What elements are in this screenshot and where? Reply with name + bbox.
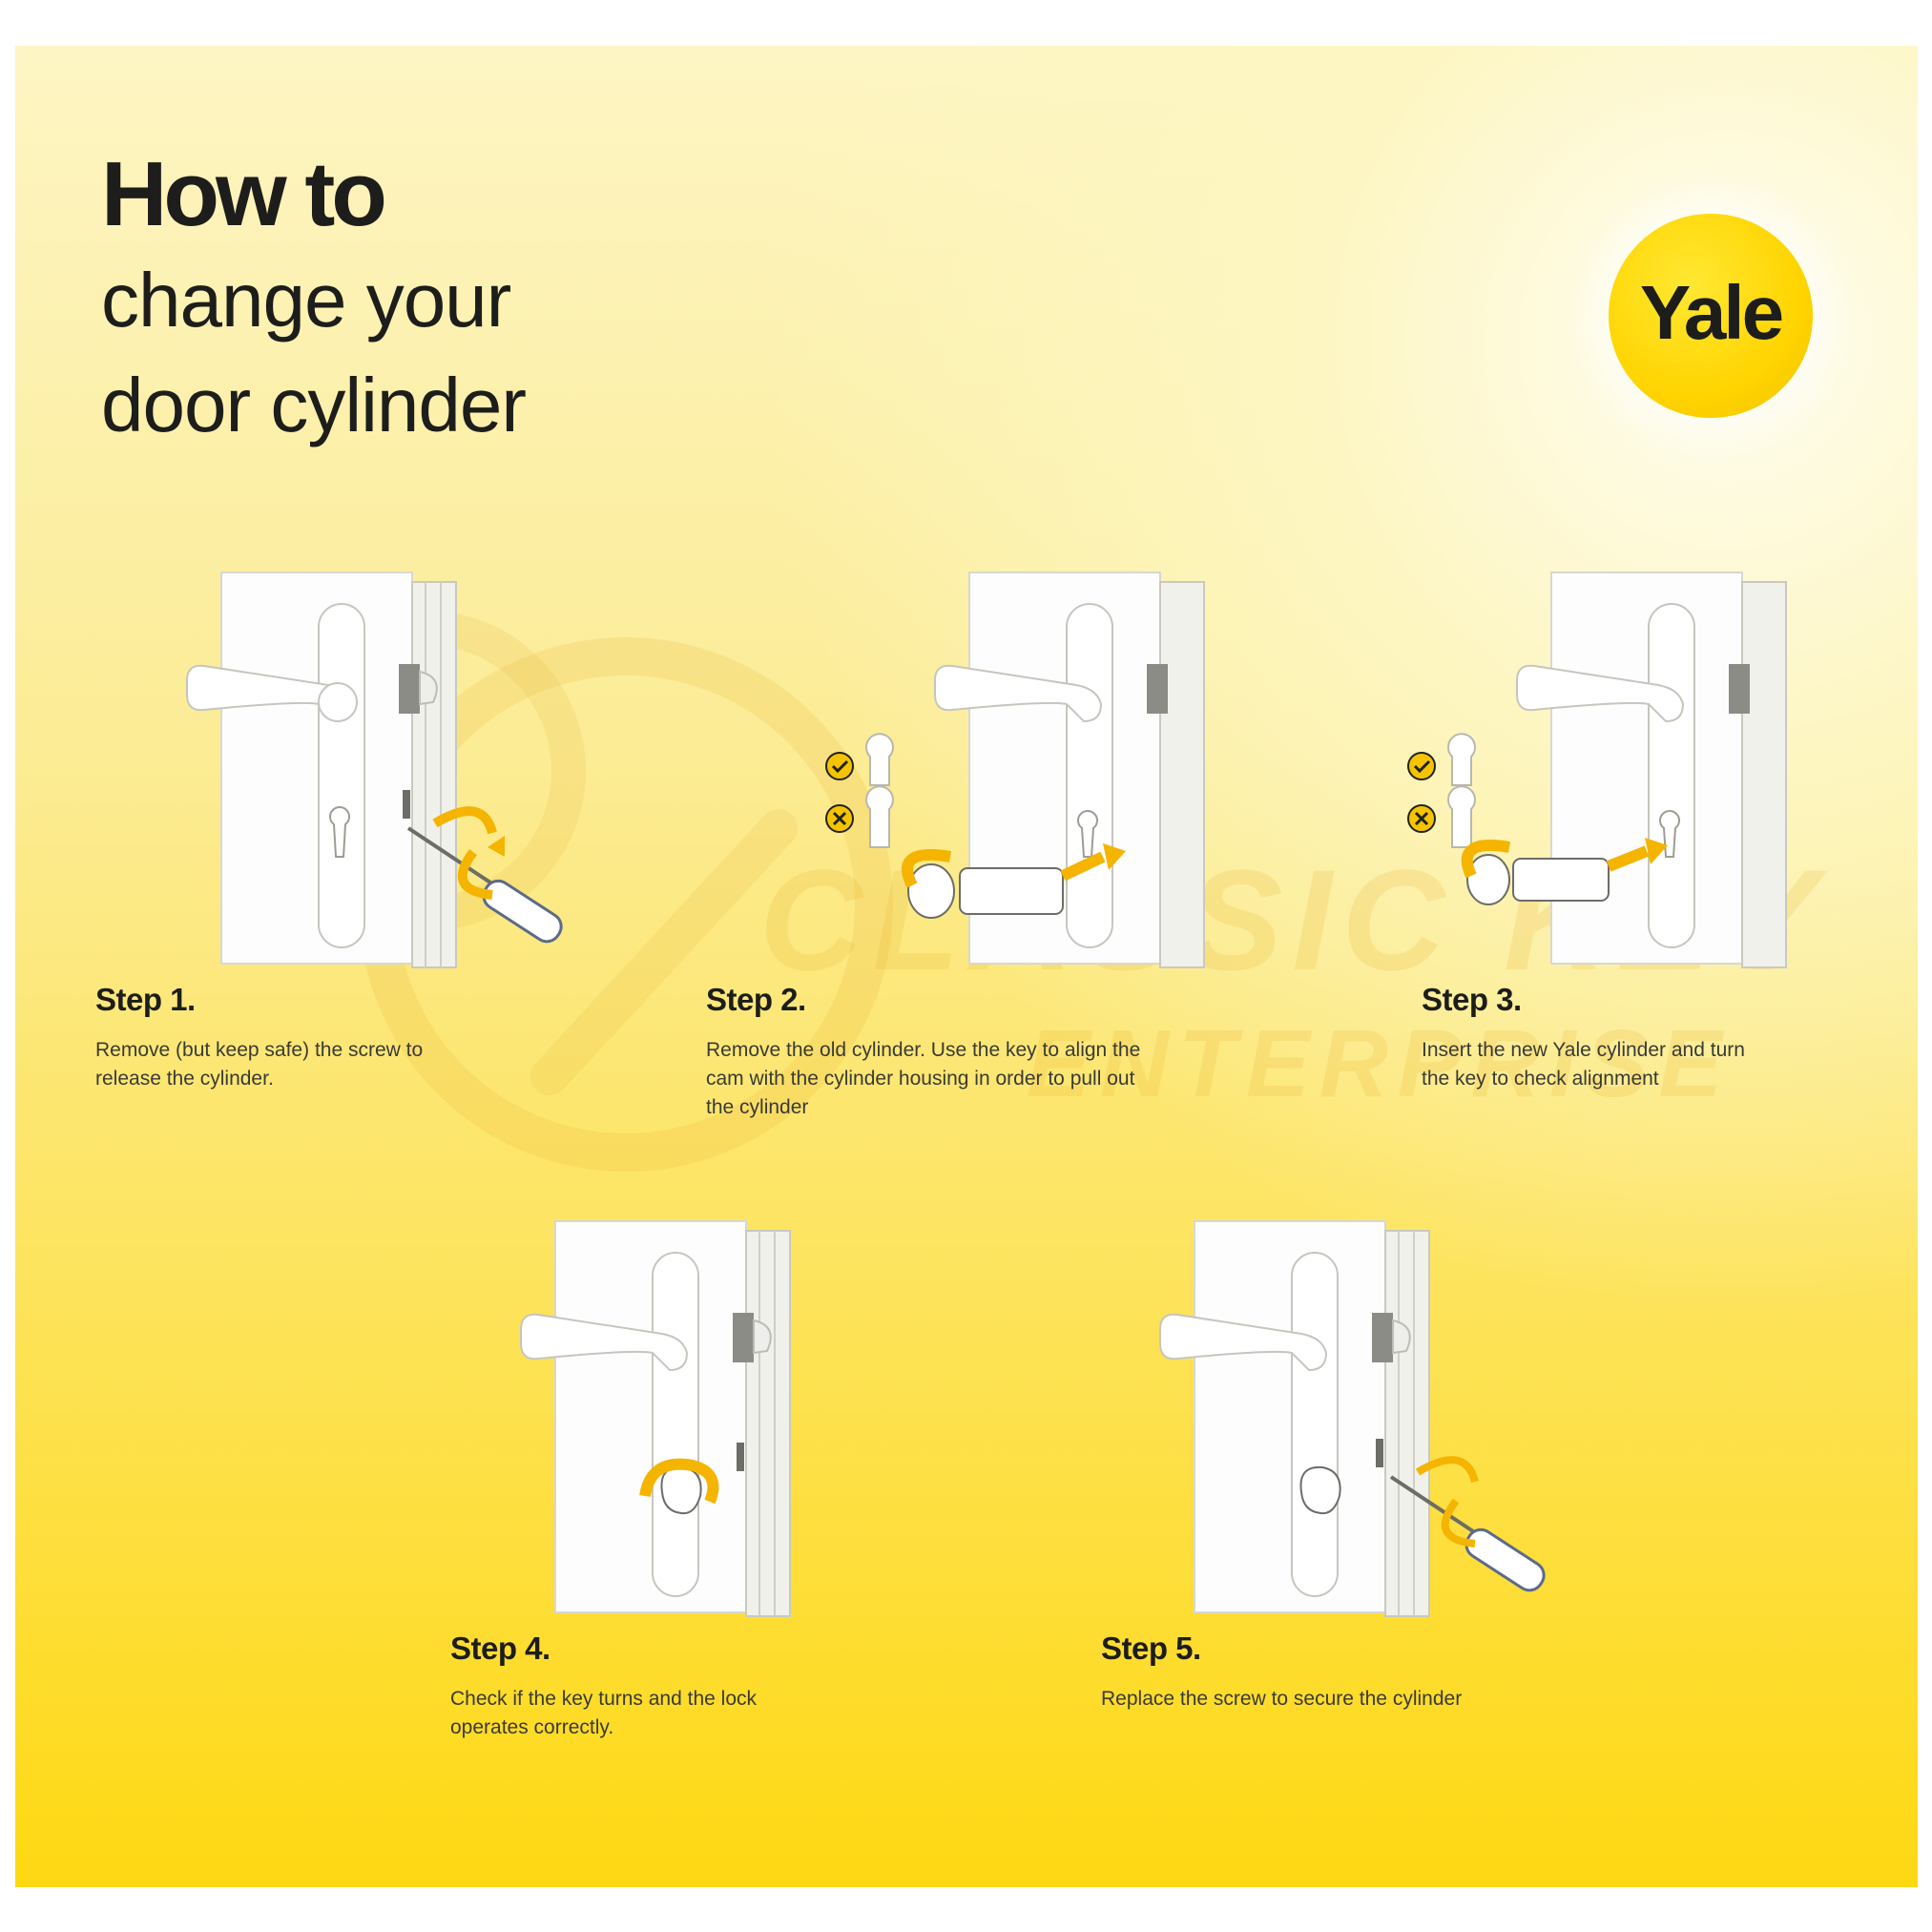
step-2-desc-line: Remove the old cylinder. Use the key to … (706, 1039, 1141, 1061)
step-1-desc-line: release the cylinder. (95, 1068, 274, 1090)
title-line-2: change your (101, 258, 511, 343)
title-line-1: How to (101, 143, 387, 245)
instruction-poster: CLASSIC KEY ENTERPRISE How to change you… (15, 46, 1918, 1887)
step-4-illustration (502, 1210, 883, 1649)
page-title: How to change your door cylinder (101, 141, 527, 458)
step-4-description: Check if the key turns and the lock oper… (450, 1685, 946, 1742)
step-2: Step 2. Remove the old cylinder. Use the… (706, 981, 1278, 1122)
yale-logo: Yale (1609, 214, 1813, 418)
step-3-description: Insert the new Yale cylinder and turn th… (1422, 1036, 1880, 1093)
step-5-desc-line: Replace the screw to secure the cylinder (1101, 1688, 1463, 1710)
step-5-illustration (1141, 1210, 1599, 1649)
step-4-desc-line: Check if the key turns and the lock (450, 1688, 757, 1710)
step-4-title: Step 4. (450, 1631, 551, 1666)
logo-text: Yale (1639, 270, 1784, 355)
step-2-title: Step 2. (706, 982, 806, 1017)
step-3-title: Step 3. (1422, 982, 1522, 1017)
step-3-desc-line: the key to check alignment (1422, 1068, 1659, 1090)
step-4: Step 4. Check if the key turns and the l… (450, 1630, 946, 1742)
step-4-desc-line: operates correctly. (450, 1716, 614, 1738)
step-1-desc-line: Remove (but keep safe) the screw to (95, 1039, 424, 1061)
step-3-desc-line: Insert the new Yale cylinder and turn (1422, 1039, 1745, 1061)
step-3: Step 3. Insert the new Yale cylinder and… (1422, 981, 1880, 1093)
step-1: Step 1. Remove (but keep safe) the screw… (95, 981, 592, 1093)
step-5-description: Replace the screw to secure the cylinder (1101, 1685, 1635, 1714)
step-2-desc-line: cam with the cylinder housing in order t… (706, 1068, 1135, 1090)
step-1-title: Step 1. (95, 982, 196, 1017)
step-2-desc-line: the cylinder (706, 1096, 809, 1118)
step-5-title: Step 5. (1101, 1631, 1201, 1666)
step-5: Step 5. Replace the screw to secure the … (1101, 1630, 1635, 1714)
step-2-description: Remove the old cylinder. Use the key to … (706, 1036, 1278, 1122)
title-line-3: door cylinder (101, 363, 527, 447)
step-2-illustration (817, 561, 1217, 1000)
step-3-illustration (1399, 561, 1799, 1000)
step-1-illustration (158, 561, 635, 1000)
step-1-description: Remove (but keep safe) the screw to rele… (95, 1036, 592, 1093)
